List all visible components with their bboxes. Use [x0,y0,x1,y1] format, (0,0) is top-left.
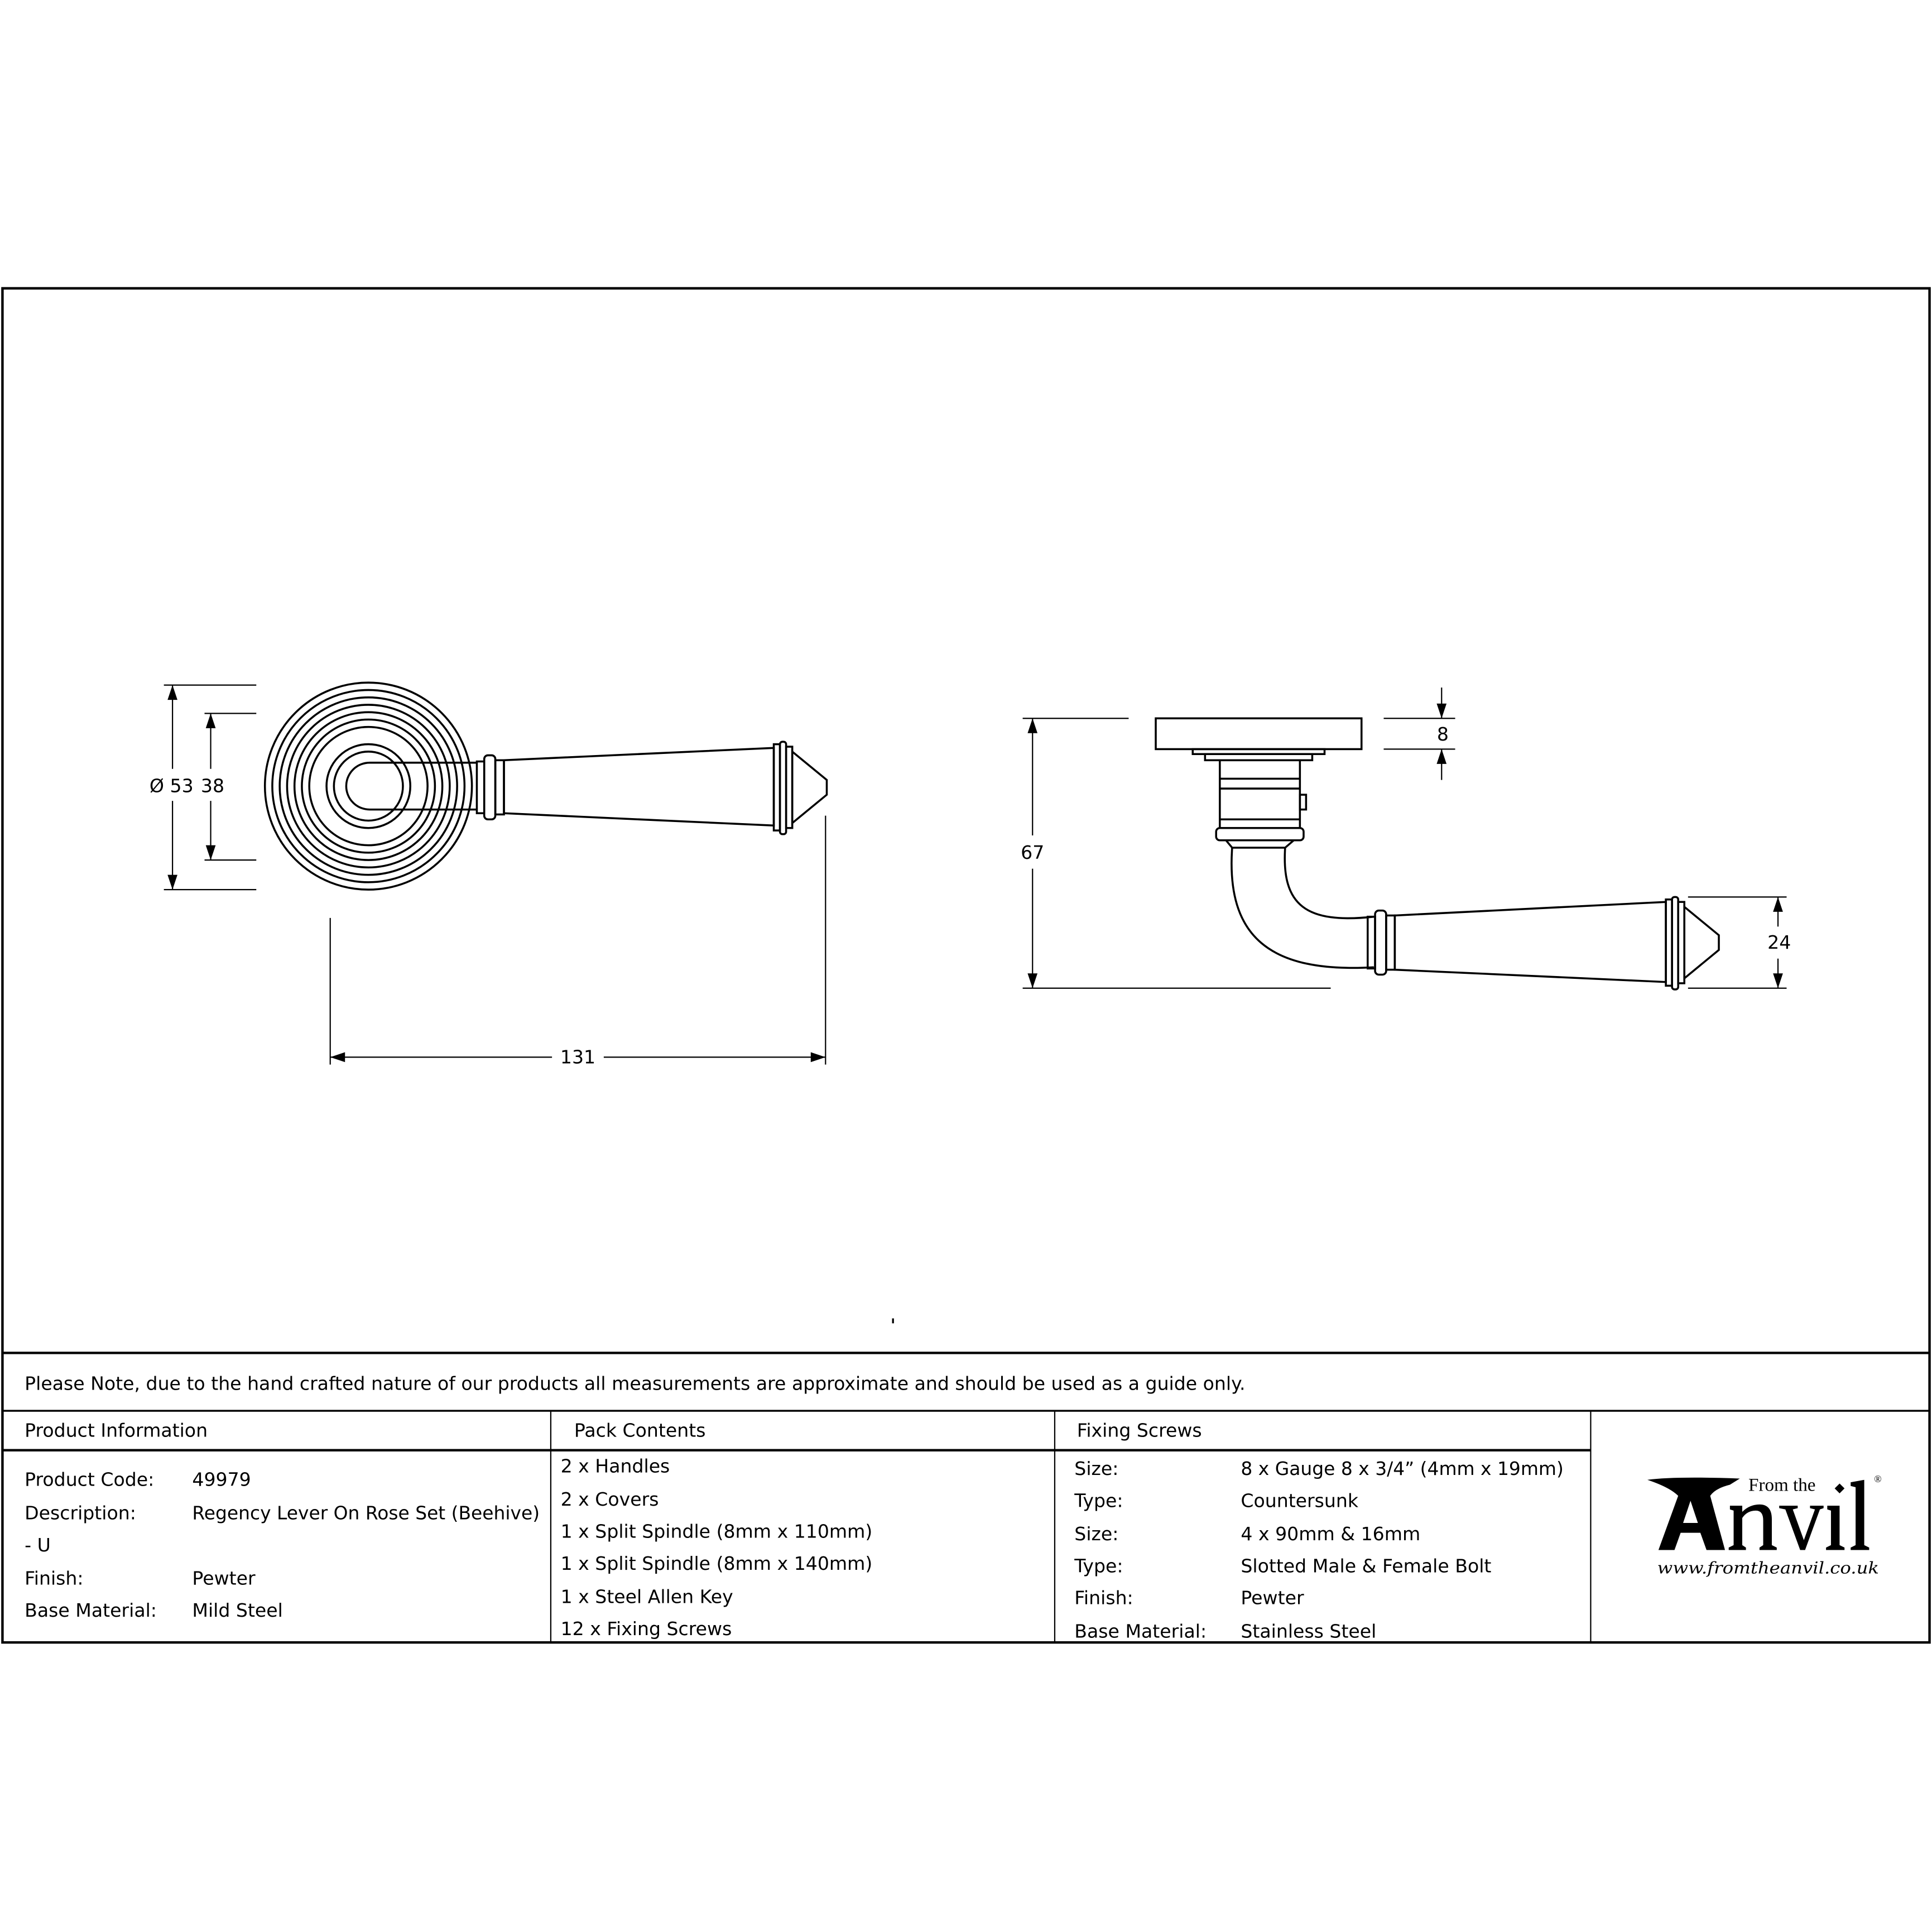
front-view: Ø 53 38 131 [150,681,828,1068]
lever-handle [1367,896,1720,991]
dimension-rose-diameter: Ø 53 [150,684,257,891]
row-value: Regency Lever On Rose Set (Beehive) [192,1502,540,1524]
registered-mark: ® [1874,1473,1881,1484]
dimension-projection: 67 [1021,718,1331,989]
logo-from-the: From the [1748,1475,1815,1496]
pack-contents-heading: Pack Contents [574,1419,706,1441]
fixing-screws-heading: Fixing Screws [1077,1419,1202,1441]
dimension-label: 131 [560,1046,595,1068]
stray-mark [892,1318,894,1324]
lever-handle [475,741,828,835]
list-item: 12 x Fixing Screws [561,1618,732,1640]
disclaimer-note: Please Note, due to the hand crafted nat… [25,1373,1245,1395]
row-value: 8 x Gauge 8 x 3/4” (4mm x 19mm) [1241,1458,1563,1479]
dimension-label: 67 [1021,842,1044,863]
fixing-screws-table: Size: 8 x Gauge 8 x 3/4” (4mm x 19mm) Ty… [1074,1458,1564,1642]
dimension-lever-length: 131 [329,815,826,1068]
row-value: Pewter [1241,1587,1304,1609]
row-value: Countersunk [1241,1489,1359,1511]
row-value: 4 x 90mm & 16mm [1241,1523,1420,1545]
row-label: Base Material: [25,1599,157,1621]
row-value: Mild Steel [192,1599,282,1621]
rose-rings [263,681,473,891]
anvil-icon [1647,1477,1740,1550]
lever-neck [345,761,477,811]
sheet-border [1,287,1931,1644]
row-value: - U [25,1534,51,1556]
dimension-label: Ø 53 [150,775,194,797]
product-information-heading: Product Information [25,1419,208,1441]
pack-contents-list: 2 x Handles 2 x Covers 1 x Split Spindle… [561,1455,873,1639]
dimension-label: 8 [1437,723,1449,745]
row-label: Base Material: [1074,1620,1207,1642]
list-item: 1 x Split Spindle (8mm x 110mm) [561,1520,873,1542]
list-item: 1 x Steel Allen Key [561,1585,733,1607]
list-item: 2 x Covers [561,1488,659,1510]
row-label: Description: [25,1502,136,1524]
dimension-label: 38 [201,775,224,797]
logo-anvil-word [1728,1479,1869,1550]
row-value: Stainless Steel [1241,1620,1376,1642]
dimension-rose-thickness: 8 [1383,688,1455,780]
lever-neck [1231,847,1374,969]
row-value: 49979 [192,1469,251,1491]
list-item: 1 x Split Spindle (8mm x 140mm) [561,1553,873,1574]
row-value: Slotted Male & Female Bolt [1241,1555,1491,1577]
row-label: Finish: [25,1567,83,1589]
list-item: 2 x Handles [561,1455,670,1477]
row-value: Pewter [192,1567,256,1589]
row-label: Size: [1074,1523,1118,1545]
row-label: Finish: [1074,1587,1133,1609]
dimension-lever-end: 24 [1688,896,1791,989]
row-label: Type: [1074,1555,1123,1577]
logo-url: www.fromtheanvil.co.uk [1657,1559,1879,1578]
row-label: Type: [1074,1489,1123,1511]
row-label: Product Code: [25,1469,154,1491]
from-the-anvil-logo: From the ® www.fromtheanvil.co.uk [1647,1473,1882,1578]
rose-plate [1155,717,1363,751]
dimension-label: 24 [1767,931,1791,953]
side-view: 67 8 24 [1021,688,1791,991]
row-label: Size: [1074,1458,1118,1479]
dimension-inner-rose: 38 [201,713,257,861]
product-information-table: Product Code: 49979 Description: Regency… [25,1469,540,1621]
